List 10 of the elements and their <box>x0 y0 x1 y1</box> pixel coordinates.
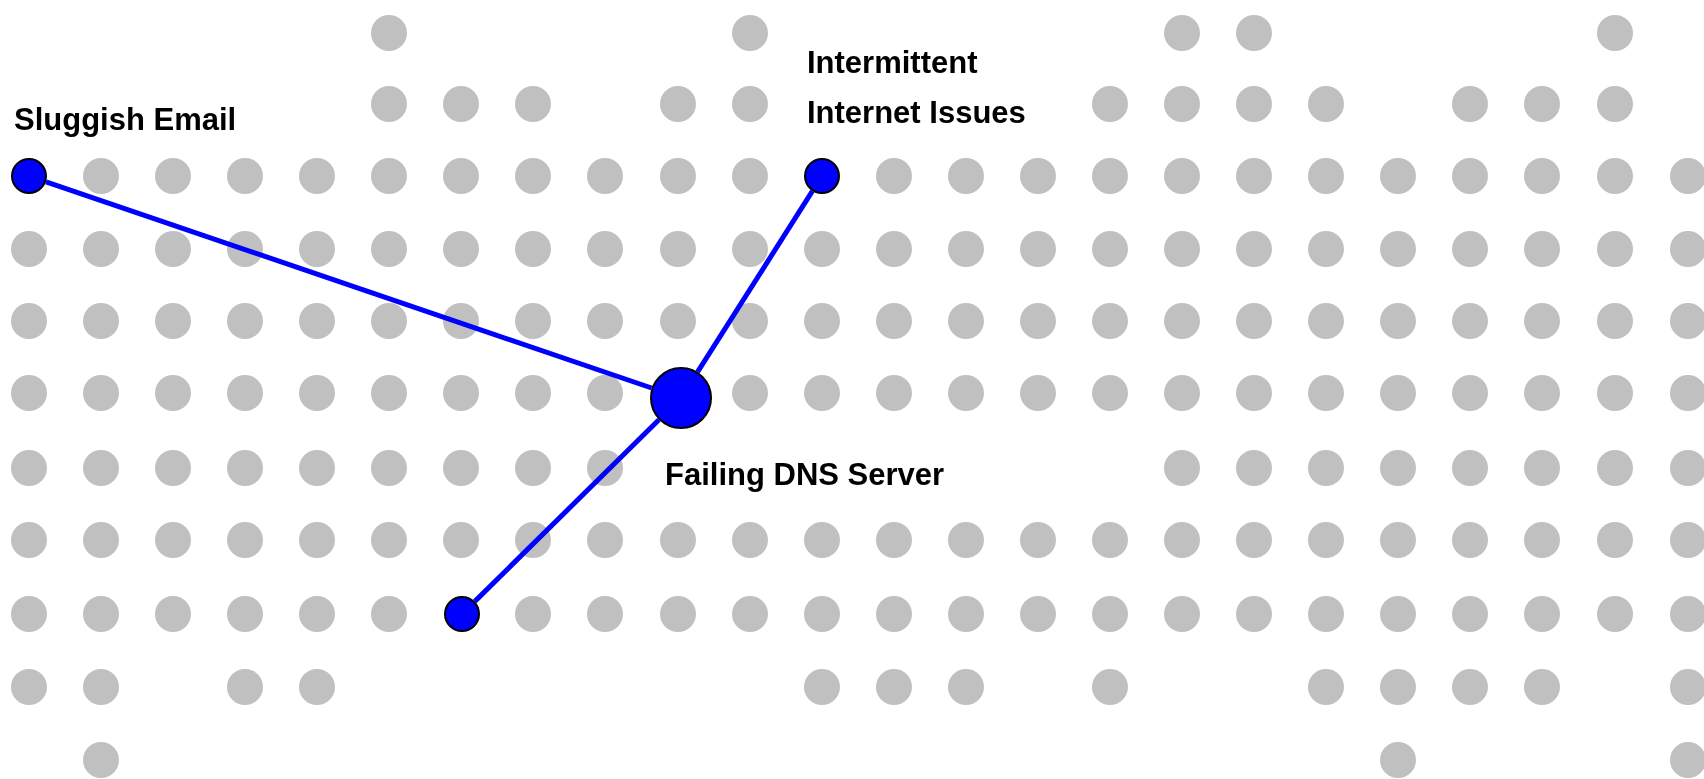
node-label: Sluggish Email <box>14 101 237 139</box>
network-node <box>444 596 480 632</box>
network-node <box>650 367 712 429</box>
connector-line <box>695 189 815 374</box>
connector-line <box>473 418 661 604</box>
node-label: Failing DNS Server <box>665 456 945 494</box>
network-node <box>11 158 47 194</box>
network-node <box>804 158 840 194</box>
node-label: Intermittent Internet Issues <box>807 44 1027 132</box>
connector-line <box>45 179 653 391</box>
